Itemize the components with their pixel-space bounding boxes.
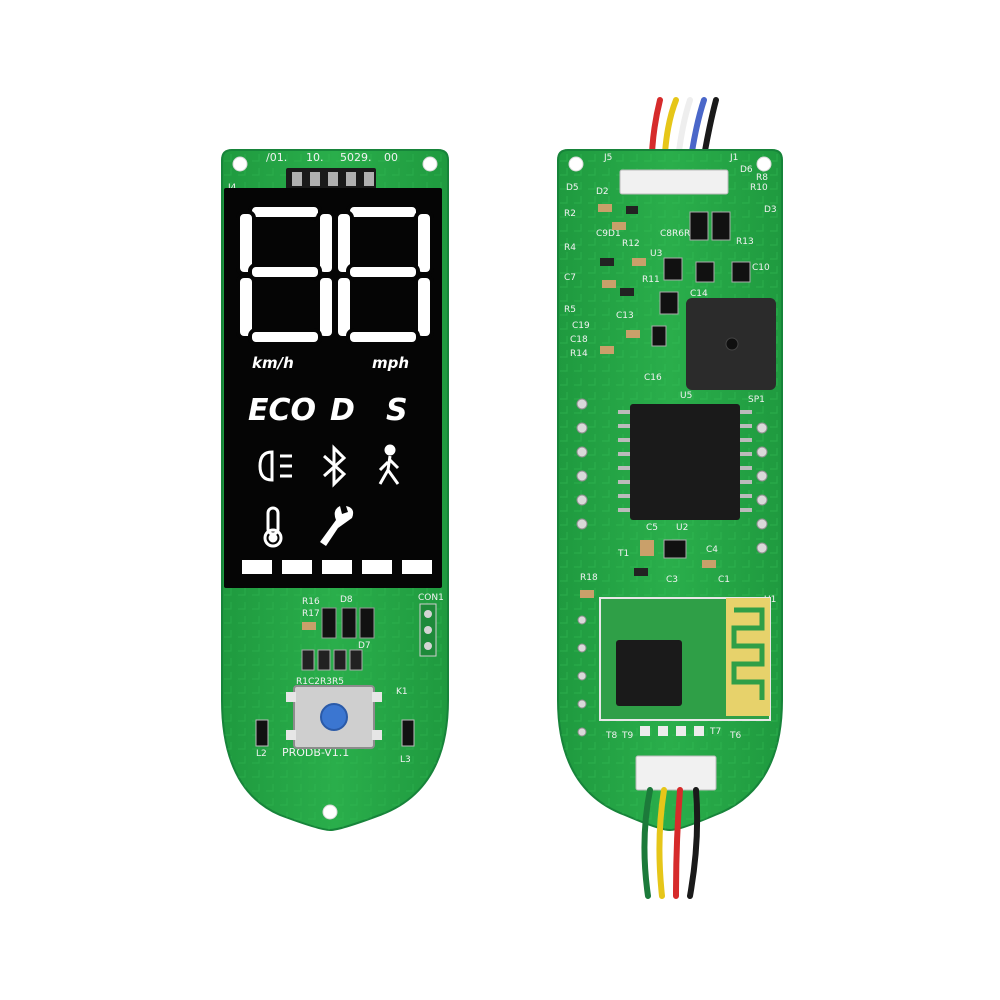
silk-c9d1: C9D1: [596, 229, 621, 239]
battery-bar: [282, 560, 312, 574]
silk-c8r7: C8R6R7: [660, 229, 696, 239]
mount-hole: [232, 156, 248, 172]
silk-top-3: 5029.: [340, 151, 372, 164]
back-smd-components: [580, 204, 751, 598]
silk-c14: C14: [690, 289, 708, 299]
silk-r13: R13: [736, 237, 754, 247]
silk-r1c2r3r5: R1C2R3R5: [296, 677, 344, 687]
silk-l3: L3: [400, 755, 411, 765]
silk-t6: T6: [729, 731, 741, 741]
silk-d7: D7: [358, 641, 371, 651]
battery-bar: [242, 560, 272, 574]
silk-c18: C18: [570, 335, 588, 345]
bluetooth-module: [599, 597, 771, 721]
silk-u3: U3: [650, 249, 662, 259]
back-board: J5 J1 D5 D2 R2 C9D1 R4 C7 R5 C19 C18 R14…: [557, 97, 783, 899]
silk-d8: D8: [340, 595, 353, 605]
silk-t7: T7: [709, 727, 721, 737]
silk-sp1: SP1: [748, 395, 765, 405]
mode-d: D: [330, 393, 355, 428]
smd-components: [255, 607, 415, 747]
silk-t1: T1: [617, 549, 629, 559]
silk-c7: C7: [564, 273, 576, 283]
silk-r18: R18: [580, 573, 598, 583]
silk-r11: R11: [642, 275, 660, 285]
battery-bar: [402, 560, 432, 574]
silk-u5: U5: [680, 391, 692, 401]
connector-con1: [419, 603, 437, 657]
pin-header: [286, 168, 376, 190]
silk-d6: D6: [740, 165, 753, 175]
main-chip: [618, 404, 752, 520]
silk-top-4: 00: [384, 151, 398, 164]
headlight-icon: [258, 450, 292, 482]
silk-r4: R4: [564, 243, 576, 253]
silk-c4: C4: [706, 545, 718, 555]
bottom-wire-bundle: [641, 787, 701, 899]
front-board: /01. 10. 5029. 00 J4: [221, 149, 449, 832]
silk-t9: T9: [621, 731, 633, 741]
silk-j5: J5: [603, 153, 612, 163]
mount-hole: [422, 156, 438, 172]
silk-con1: CON1: [418, 593, 444, 603]
silk-t8: T8: [605, 731, 617, 741]
mode-s: S: [386, 393, 408, 428]
silk-r5: R5: [564, 305, 576, 315]
silk-c13: C13: [616, 311, 634, 321]
battery-bar: [322, 560, 352, 574]
silk-c1: C1: [718, 575, 730, 585]
silk-l2: L2: [256, 749, 267, 759]
silk-board-name: PRODB-V1.1: [282, 746, 349, 759]
silk-k1: K1: [396, 687, 408, 697]
silk-d3: D3: [764, 205, 777, 215]
test-pads: [640, 726, 704, 736]
silk-top-2: 10.: [306, 151, 324, 164]
mode-eco: ECO: [248, 393, 316, 428]
silk-c19: C19: [572, 321, 590, 331]
unit-mph: mph: [372, 354, 409, 372]
silk-r16: R16: [302, 597, 320, 607]
battery-bar: [362, 560, 392, 574]
silk-r14: R14: [570, 349, 588, 359]
silk-c5: C5: [646, 523, 658, 533]
silk-c10: C10: [752, 263, 770, 273]
silk-r2: R2: [564, 209, 576, 219]
top-connector: [619, 169, 729, 195]
walk-icon: [378, 444, 400, 485]
silk-r17: R17: [302, 609, 320, 619]
silk-d2: D2: [596, 187, 609, 197]
mount-hole: [568, 156, 584, 172]
silk-u2: U2: [676, 523, 688, 533]
silk-c16: C16: [644, 373, 662, 383]
silk-r8: R8: [756, 173, 768, 183]
silk-c3: C3: [666, 575, 678, 585]
buzzer: [686, 298, 776, 390]
thermometer-icon: [263, 506, 283, 548]
bluetooth-icon: [322, 444, 347, 488]
mount-hole: [756, 156, 772, 172]
power-button[interactable]: [286, 685, 382, 749]
bottom-connector: [635, 755, 717, 791]
silk-r10: R10: [750, 183, 768, 193]
lcd-display: [224, 188, 442, 588]
battery-gauge: [242, 560, 432, 574]
silk-j1: J1: [729, 153, 738, 163]
speed-readout: [236, 203, 434, 346]
wrench-icon: [320, 506, 354, 546]
silk-top-1: /01.: [266, 151, 287, 164]
mount-hole: [322, 804, 338, 820]
silk-r12: R12: [622, 239, 640, 249]
side-pads: [576, 398, 768, 737]
silk-d5: D5: [566, 183, 579, 193]
unit-kmh: km/h: [252, 354, 294, 372]
